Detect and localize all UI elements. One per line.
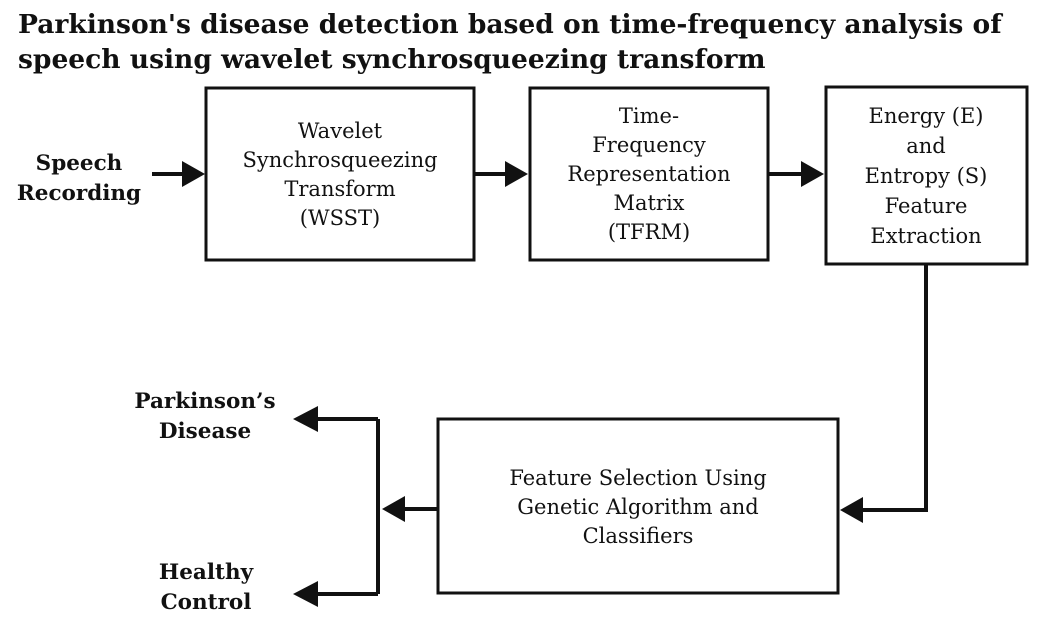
input-label-speech-recording: Speech Recording xyxy=(17,151,141,206)
feature-selection-box: Feature Selection Using Genetic Algorith… xyxy=(436,417,840,595)
arrow-selection-to-outputs xyxy=(382,496,438,522)
branch-to-parkinsons-head xyxy=(293,406,318,432)
output-label-parkinsons-disease: Parkinson’s Disease xyxy=(134,389,275,444)
arrow-wsst-to-tfrm xyxy=(474,161,528,187)
title-line-1: Parkinson's disease detection based on t… xyxy=(18,9,1003,40)
feature-extraction-line-5: Extraction xyxy=(870,224,981,248)
arrow-head xyxy=(382,496,405,522)
wsst-box-line-4: (WSST) xyxy=(300,206,380,230)
feature-selection-box-frame xyxy=(436,417,840,595)
tfrm-box-line-4: Matrix xyxy=(613,191,684,215)
arrow-head xyxy=(801,161,824,187)
feature-selection-line-2: Genetic Algorithm and xyxy=(517,495,759,519)
input-label-line-2: Recording xyxy=(17,181,141,206)
output-label-healthy-control: Healthy Control xyxy=(159,560,254,615)
output-parkinsons-line-1: Parkinson’s xyxy=(134,389,275,414)
wsst-box-line-2: Synchrosqueezing xyxy=(242,148,437,172)
tfrm-box: Time- Frequency Representation Matrix (T… xyxy=(528,86,770,262)
tfrm-box-line-2: Frequency xyxy=(592,133,706,157)
tfrm-box-line-3: Representation xyxy=(567,162,730,186)
arrow-head xyxy=(182,161,205,187)
diagram-title: Parkinson's disease detection based on t… xyxy=(18,9,1003,75)
arrow-feature-extraction-to-selection xyxy=(840,264,928,523)
connector-line xyxy=(860,264,928,512)
feature-extraction-box-frame xyxy=(824,85,1029,266)
input-label-line-1: Speech xyxy=(36,151,123,176)
arrow-tfrm-to-feature-extraction xyxy=(768,161,824,187)
feature-extraction-line-3: Entropy (S) xyxy=(865,164,988,188)
tfrm-box-frame xyxy=(528,86,770,262)
tfrm-box-line-1: Time- xyxy=(619,104,679,128)
arrow-head xyxy=(840,497,863,523)
arrow-head xyxy=(505,161,528,187)
output-healthy-line-2: Control xyxy=(161,590,252,615)
feature-extraction-box: Energy (E) and Entropy (S) Feature Extra… xyxy=(824,85,1029,266)
output-branch xyxy=(293,406,380,607)
feature-extraction-line-4: Feature xyxy=(885,194,968,218)
output-healthy-line-1: Healthy xyxy=(159,560,254,585)
output-parkinsons-line-2: Disease xyxy=(159,419,251,444)
feature-selection-line-3: Classifiers xyxy=(583,524,694,548)
wsst-box-frame xyxy=(204,86,476,262)
feature-extraction-line-1: Energy (E) xyxy=(868,104,983,128)
wsst-box-line-1: Wavelet xyxy=(298,119,383,143)
tfrm-box-line-5: (TFRM) xyxy=(608,220,690,244)
title-line-2: speech using wavelet synchrosqueezing tr… xyxy=(18,44,766,75)
wsst-box: Wavelet Synchrosqueezing Transform (WSST… xyxy=(204,86,476,262)
feature-extraction-line-2: and xyxy=(906,134,946,158)
branch-to-healthy-head xyxy=(293,581,318,607)
arrow-input-to-wsst xyxy=(152,161,205,187)
wsst-box-line-3: Transform xyxy=(284,177,395,201)
feature-selection-line-1: Feature Selection Using xyxy=(509,466,766,490)
